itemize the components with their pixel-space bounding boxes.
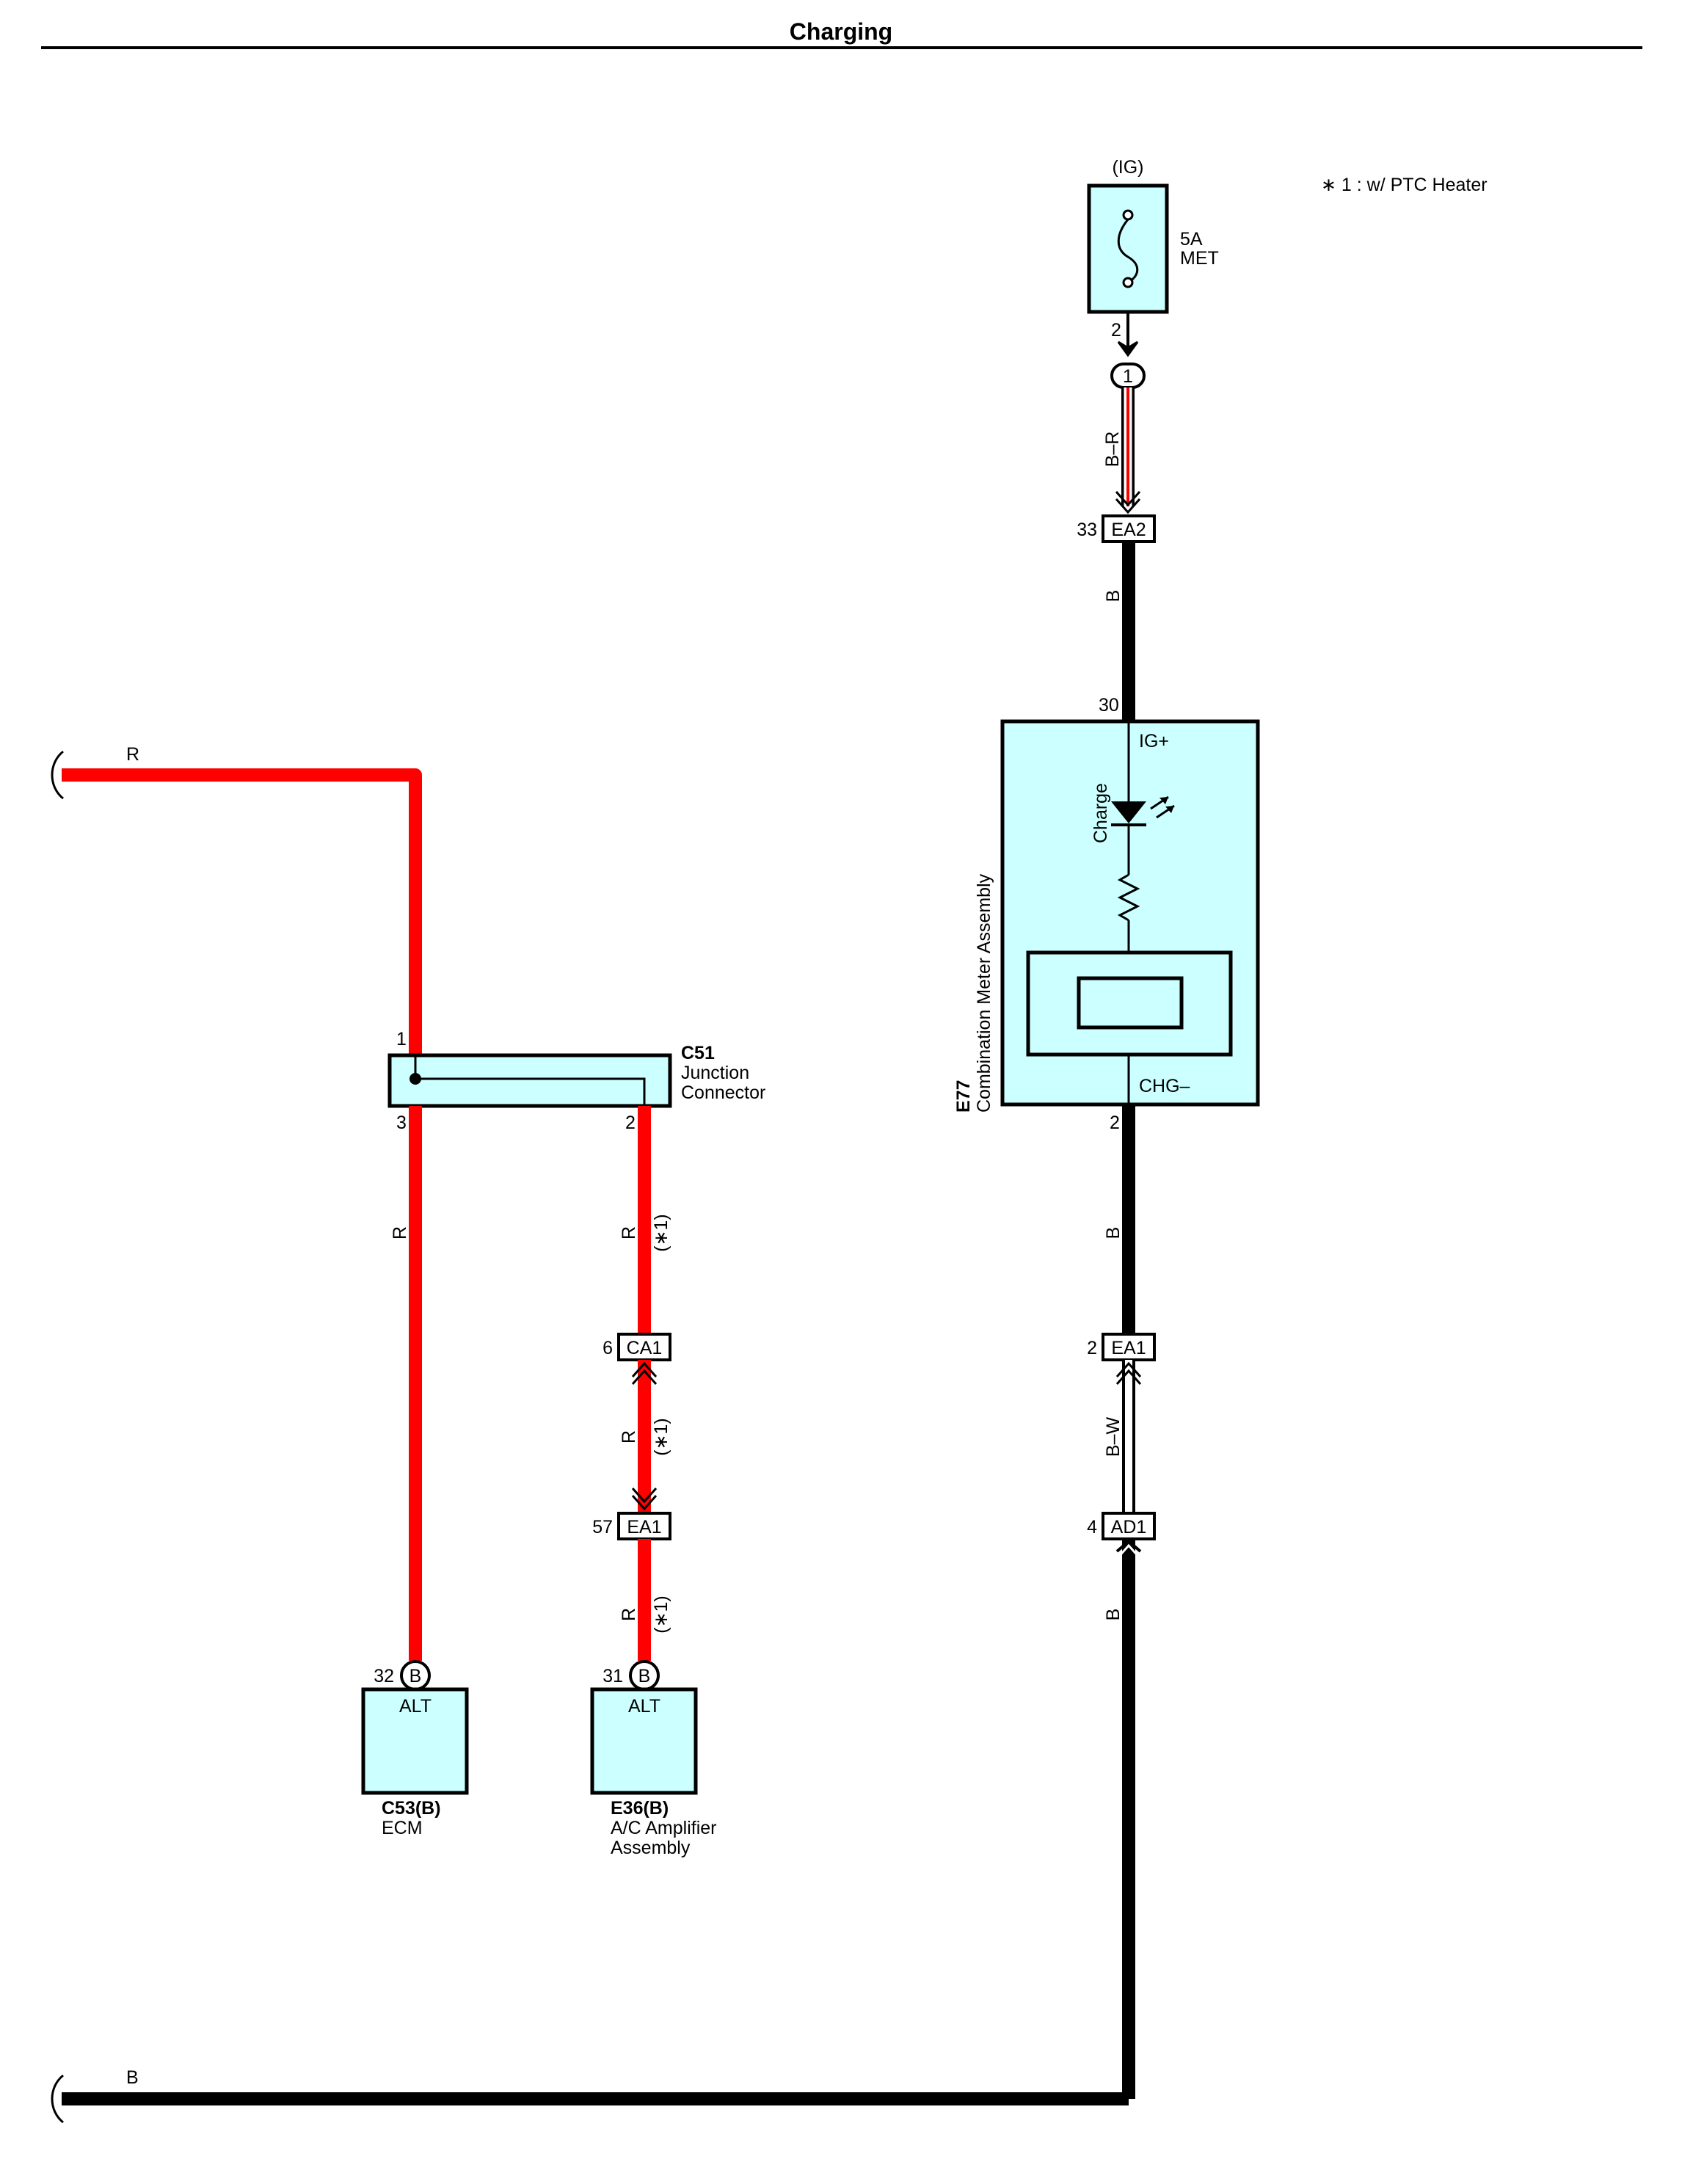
junction-connector-code: C51 [681, 1043, 715, 1063]
fuse-name: MET [1180, 248, 1219, 269]
wire-br-chevron-icon [1115, 491, 1141, 507]
meter-terminal-ig: IG+ [1139, 731, 1169, 751]
wire-b-middle-label: B [1103, 1227, 1124, 1240]
junction-connector-pin-3: 3 [396, 1113, 407, 1133]
wire-r-ac-2-chevron-down-icon-2 [631, 1488, 658, 1504]
wire-r-ac-2-chevron-up-icon-2 [631, 1369, 658, 1385]
connector-ea2-pin: 33 [1077, 520, 1097, 540]
ac-amp-name-1: A/C Amplifier [611, 1818, 716, 1838]
wire-r-top-label: R [126, 744, 139, 765]
junction-connector-name-2: Connector [681, 1082, 765, 1103]
fuse-bottom-terminal [1122, 277, 1134, 288]
ecm-pin: 32 [374, 1666, 394, 1686]
wire-b-lower-chevron-icon-2 [1115, 1539, 1142, 1553]
charge-lamp-led-icon [1111, 801, 1146, 823]
connector-ea1-left-name: EA1 [627, 1517, 661, 1537]
meter-pin-2: 2 [1110, 1113, 1120, 1133]
meter-terminal-chg: CHG– [1139, 1076, 1190, 1096]
connector-ea1-right [1102, 1333, 1156, 1361]
ac-amp-box [590, 1687, 698, 1795]
ptc-option-3: (∗1) [651, 1595, 671, 1634]
connector-ca1-name: CA1 [627, 1338, 663, 1358]
charge-lamp-label: Charge [1091, 783, 1111, 843]
connector-ea1-right-name: EA1 [1111, 1338, 1146, 1358]
wire-bw-chevron-icon-2 [1115, 1369, 1142, 1385]
wire-b-bottom-label: B [126, 2067, 139, 2088]
connector-ea1-left-pin: 57 [592, 1517, 613, 1537]
meter-code: E77 [953, 1080, 974, 1113]
wire-r-ac-2-chevron-down-icon [631, 1495, 658, 1511]
fuse-pin-2: 2 [1111, 320, 1121, 341]
wire-r-top-break-icon [51, 750, 64, 800]
ecm-name: ECM [382, 1818, 423, 1838]
fuse-arrow-icon [1117, 341, 1139, 357]
ac-amp-terminal: ALT [628, 1696, 660, 1717]
ptc-option-2: (∗1) [651, 1418, 671, 1456]
connector-ea1-left [617, 1512, 671, 1540]
ecm-terminal: ALT [399, 1696, 432, 1717]
connector-ca1-pin: 6 [602, 1338, 613, 1358]
ptc-option-1: (∗1) [651, 1214, 671, 1252]
fuse-box [1087, 183, 1169, 314]
wire-r-ac-3-label: R [619, 1608, 639, 1621]
connector-ca1 [617, 1333, 671, 1361]
wire-r-ac-2-label: R [619, 1430, 639, 1444]
wire-r-ac-2-chevron-up-icon [631, 1361, 658, 1377]
ecm-code: C53(B) [382, 1798, 441, 1819]
wire-br-label: B–R [1102, 432, 1123, 467]
ac-amp-name-2: Assembly [611, 1838, 691, 1858]
led-ray-2-head [1165, 806, 1174, 813]
ecm-connector-letter: B [409, 1666, 422, 1686]
meter-driver-inner [1077, 976, 1184, 1030]
wire-b-bottom-break-icon [51, 2074, 64, 2124]
junction-connector-name-1: Junction [681, 1063, 749, 1083]
junction-connector-bus [414, 1055, 646, 1106]
junction-connector-pin-2: 2 [625, 1113, 636, 1133]
junction-connector-splice [409, 1073, 421, 1085]
connector-ea1-right-pin: 2 [1087, 1338, 1097, 1358]
connector-ea2-name: EA2 [1111, 520, 1146, 540]
led-ray-1-head [1159, 797, 1168, 804]
fuse-source-label: (IG) [1112, 157, 1143, 178]
junction-connector-pin-1: 1 [396, 1029, 407, 1049]
ac-amp-code: E36(B) [611, 1798, 669, 1819]
fuse-element-icon [1117, 219, 1139, 284]
wire-r-ac-1-label: R [619, 1226, 639, 1240]
wire-bw-chevron-icon [1115, 1361, 1142, 1377]
meter-name: Combination Meter Assembly [974, 873, 994, 1113]
junction-connector-box [387, 1053, 672, 1108]
ptc-heater-note: ∗ 1 : w/ PTC Heater [1321, 175, 1488, 195]
wire-b-upper-label: B [1103, 590, 1124, 603]
fuse-top-terminal [1122, 209, 1134, 221]
junction-pin-1: 1 [1123, 366, 1133, 387]
connector-ea2 [1102, 514, 1156, 543]
resistor-icon [1117, 873, 1140, 922]
wire-bw-label: B–W [1103, 1417, 1124, 1457]
ac-amp-pin: 31 [602, 1666, 623, 1686]
connector-ad1-name: AD1 [1111, 1517, 1147, 1537]
page-title: Charging [790, 18, 892, 45]
ecm-box [361, 1687, 469, 1795]
wire-br-chevron-icon-2 [1115, 498, 1141, 514]
wire-b-lower-label: B [1103, 1609, 1124, 1621]
wire-r-top [62, 768, 422, 1055]
ac-amp-connector-letter: B [638, 1666, 651, 1686]
wire-b-lower-chevron-icon [1115, 1543, 1142, 1559]
wire-r-ecm-label: R [390, 1226, 410, 1240]
fuse-rating: 5A [1180, 229, 1203, 250]
connector-ad1-pin: 4 [1087, 1517, 1097, 1537]
meter-pin-30: 30 [1099, 695, 1119, 716]
